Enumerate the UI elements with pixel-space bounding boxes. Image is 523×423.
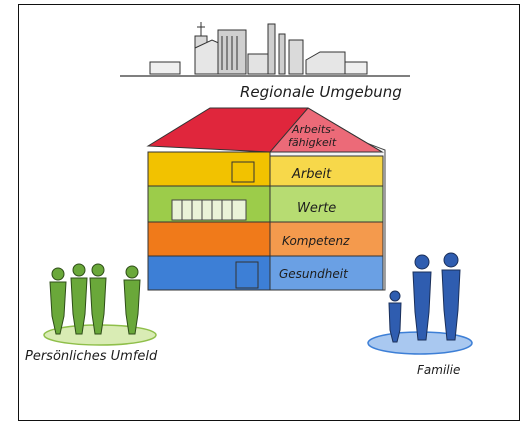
roof-label-line1: Arbeits- — [291, 123, 335, 136]
roof-label-line2: fähigkeit — [288, 136, 337, 149]
family-group — [367, 252, 473, 355]
family-label: Familie — [417, 363, 460, 377]
roof-label: Arbeits- fähigkeit — [288, 123, 338, 149]
floor-label-werte: Werte — [297, 201, 336, 216]
floor-label-gesundheit: Gesundheit — [279, 267, 349, 281]
floor-label-arbeit: Arbeit — [291, 167, 332, 182]
floor-label-kompetenz: Kompetenz — [282, 234, 350, 248]
city-skyline — [120, 22, 410, 77]
floor-gesundheit — [147, 255, 384, 291]
region-label: Regionale Umgebung — [240, 83, 402, 101]
floor-arbeit — [147, 151, 384, 187]
roof — [146, 107, 384, 153]
floor-werte — [147, 185, 384, 223]
personal-group — [43, 263, 157, 346]
personal-label: Persönliches Umfeld — [25, 349, 158, 364]
floor-kompetenz — [147, 221, 384, 257]
